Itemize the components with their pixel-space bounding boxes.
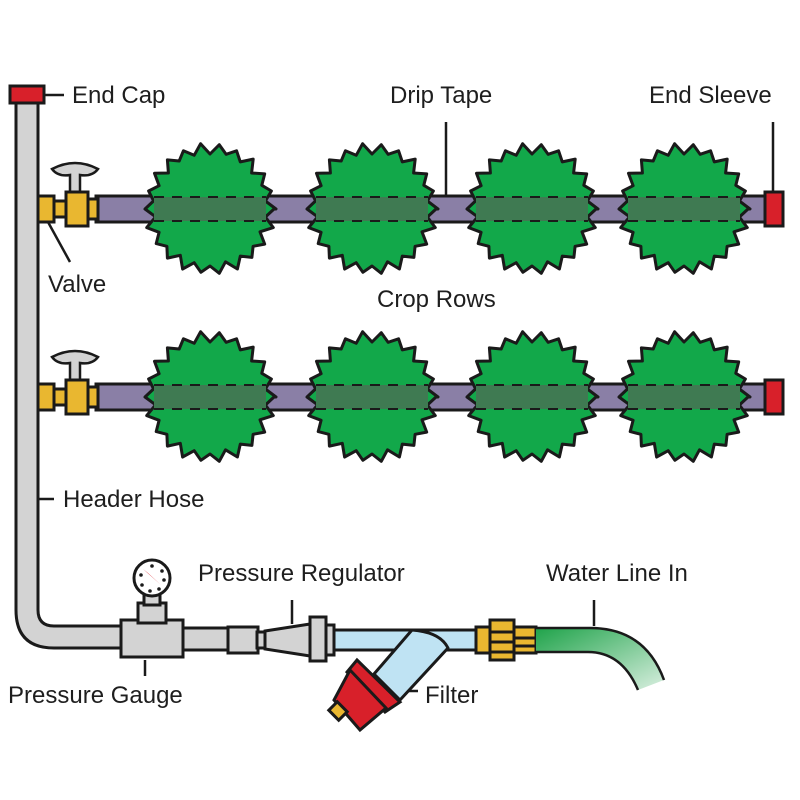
valve-icon[interactable] (36, 161, 100, 228)
crop-row (36, 142, 785, 275)
supply-line (119, 558, 666, 733)
valve-icon[interactable] (36, 349, 100, 416)
crop-rows-group (36, 142, 785, 463)
end-sleeve (763, 378, 785, 416)
label-crop-rows: Crop Rows (377, 286, 496, 313)
crop-row (36, 330, 785, 463)
end-cap (8, 84, 46, 105)
label-valve: Valve (48, 271, 106, 298)
label-pressure-gauge: Pressure Gauge (8, 682, 183, 709)
gauge-needle-icon (143, 569, 161, 585)
label-filter: Filter (425, 682, 478, 709)
pressure-regulator (263, 615, 336, 663)
crop-plant-icon (143, 330, 278, 463)
crop-plant-icon (305, 142, 440, 275)
pressure-gauge (119, 558, 185, 659)
label-end-sleeve: End Sleeve (649, 82, 772, 109)
label-header-hose: Header Hose (63, 486, 204, 513)
label-end-cap: End Cap (72, 82, 165, 109)
hose-connector (474, 618, 538, 662)
label-drip-tape: Drip Tape (390, 82, 492, 109)
label-water-line-in: Water Line In (546, 560, 688, 587)
crop-plant-icon (143, 142, 278, 275)
crop-plant-icon (465, 142, 600, 275)
end-sleeve (763, 190, 785, 228)
crop-plant-icon (465, 330, 600, 463)
crop-plant-icon (617, 330, 752, 463)
filter (326, 628, 450, 733)
water-line-hose (536, 628, 664, 690)
label-pressure-regulator: Pressure Regulator (198, 560, 405, 587)
crop-plant-icon (617, 142, 752, 275)
crop-plant-icon (305, 330, 440, 463)
valve-leader (46, 221, 72, 263)
